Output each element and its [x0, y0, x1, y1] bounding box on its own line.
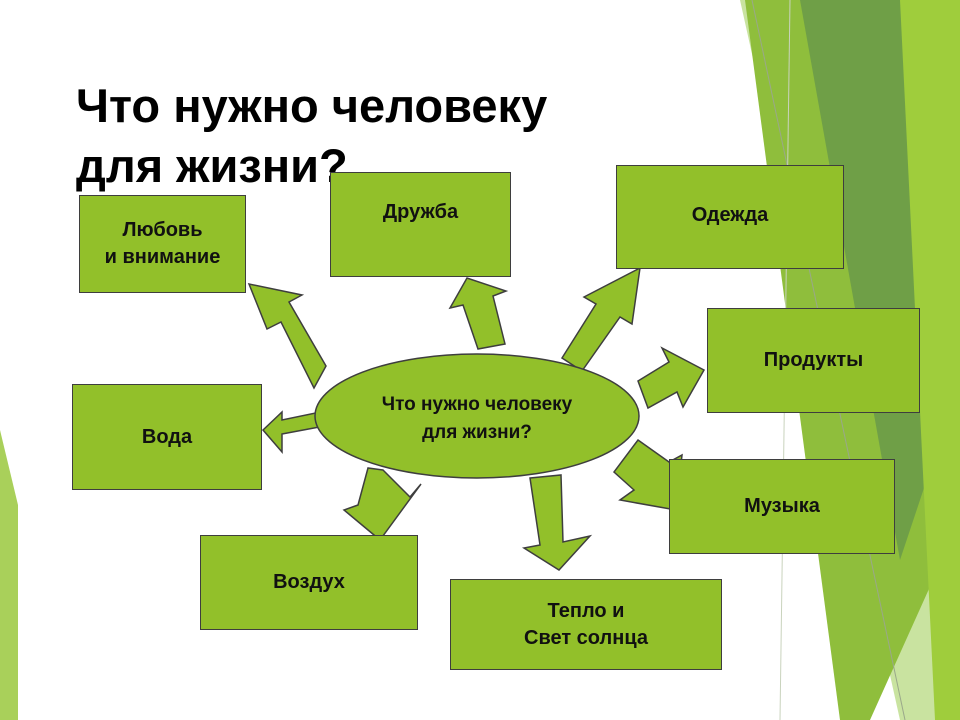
decor-right-bright-band — [900, 0, 960, 720]
arrow-to-warmth — [521, 474, 593, 571]
decor-left-strip — [0, 430, 18, 720]
arrow-to-love — [247, 282, 327, 390]
center-label: Что нужно человеку для жизни? — [381, 394, 573, 443]
node-food: Продукты — [707, 308, 920, 413]
node-music: Музыка — [669, 459, 895, 554]
arrow-to-air — [342, 467, 422, 542]
center-ellipse — [314, 353, 640, 479]
arrow-to-friendship — [448, 277, 509, 350]
node-warmth: Тепло и Свет солнца — [450, 579, 722, 670]
node-clothing: Одежда — [616, 165, 844, 269]
arrow-to-clothing — [560, 266, 641, 373]
arrow-to-food — [637, 346, 706, 410]
node-air: Воздух — [200, 535, 418, 630]
node-love: Любовь и внимание — [79, 195, 246, 293]
node-friendship: Дружба — [330, 172, 511, 277]
slide-title: Что нужно человеку для жизни? — [76, 79, 548, 192]
node-water: Вода — [72, 384, 262, 490]
